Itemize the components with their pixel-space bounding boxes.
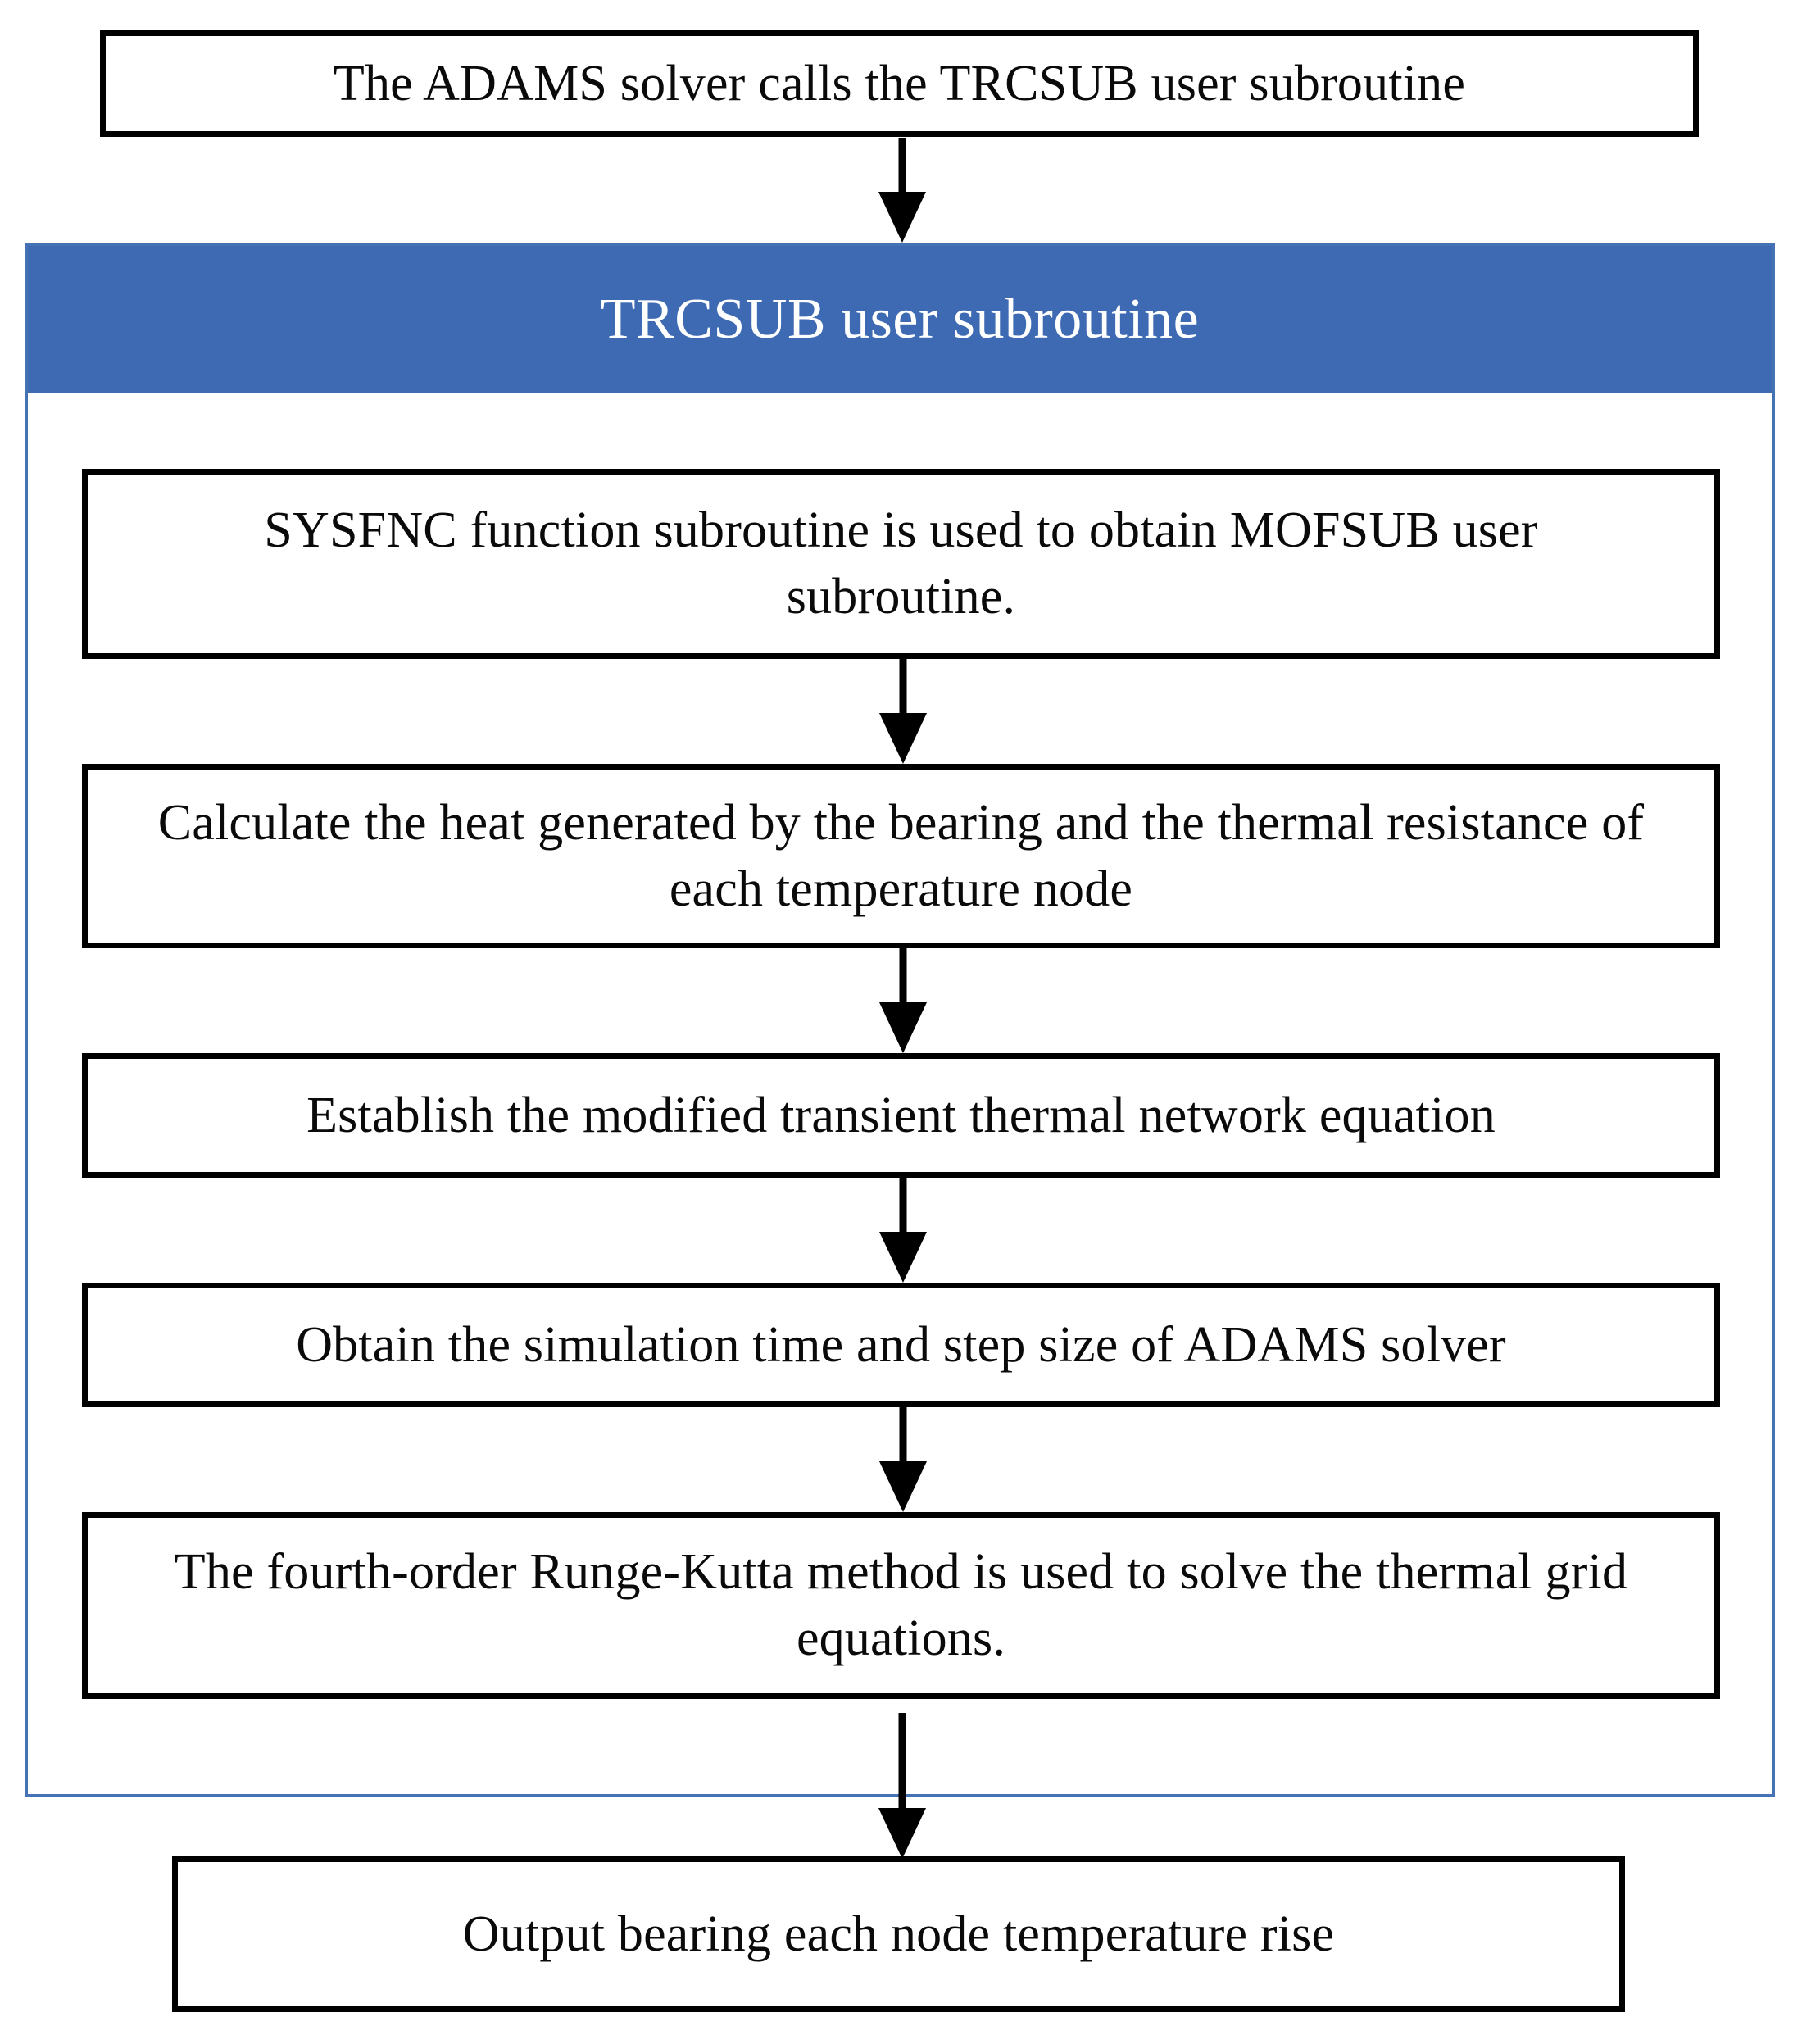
flow-node-end-label: Output bearing each node temperature ris… [462, 1905, 1335, 1962]
arrow-step1-to-step2 [879, 659, 927, 764]
arrow-start-to-group [878, 138, 926, 243]
flow-node-step-2: Calculate the heat generated by the bear… [82, 764, 1720, 948]
trcsub-group-header-label: TRCSUB user subroutine [600, 288, 1200, 351]
arrow-step4-to-step5 [879, 1407, 927, 1512]
arrow-step5-to-end [878, 1713, 926, 1859]
trcsub-group-container: TRCSUB user subroutine SYSFNC function s… [25, 243, 1775, 1797]
arrow-step2-to-step3 [879, 948, 927, 1053]
flow-node-step-5-label: The fourth-order Runge-Kutta method is u… [174, 1544, 1628, 1666]
flow-node-step-4-label: Obtain the simulation time and step size… [296, 1316, 1506, 1373]
trcsub-group-header: TRCSUB user subroutine [28, 246, 1772, 393]
flow-node-end: Output bearing each node temperature ris… [172, 1856, 1625, 2012]
flow-node-step-1: SYSFNC function subroutine is used to ob… [82, 469, 1720, 659]
flow-node-step-3-label: Establish the modified transient thermal… [306, 1087, 1496, 1143]
flow-node-step-2-label: Calculate the heat generated by the bear… [157, 794, 1645, 917]
flow-node-start-label: The ADAMS solver calls the TRCSUB user s… [333, 55, 1466, 111]
flow-node-step-3: Establish the modified transient thermal… [82, 1053, 1720, 1178]
arrow-step3-to-step4 [879, 1178, 927, 1283]
flow-node-start: The ADAMS solver calls the TRCSUB user s… [100, 30, 1699, 137]
flow-node-step-5: The fourth-order Runge-Kutta method is u… [82, 1512, 1720, 1699]
flow-node-step-1-label: SYSFNC function subroutine is used to ob… [264, 502, 1538, 625]
flow-node-step-4: Obtain the simulation time and step size… [82, 1283, 1720, 1407]
